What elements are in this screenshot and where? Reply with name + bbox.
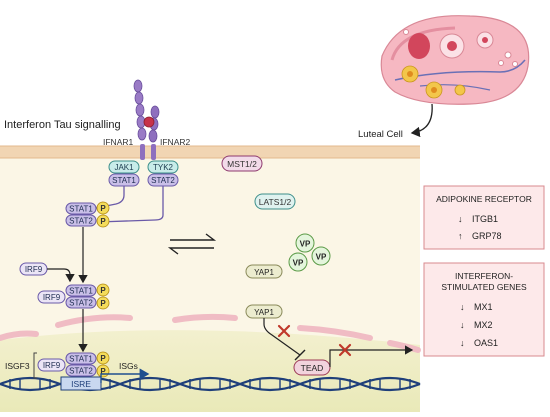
phospho-label: P bbox=[100, 299, 106, 308]
tead-node bbox=[293, 359, 331, 376]
mst12-label: MST1/2 bbox=[227, 159, 257, 169]
phospho-stat-dimer: STAT1 STAT2 P P bbox=[65, 201, 110, 228]
isg-box: INTERFERON- STIMULATED GENES ↓ MX1 ↓ MX2… bbox=[423, 262, 545, 357]
vp-label: VP bbox=[300, 240, 311, 249]
isgf3-nuclear: IRF9 STAT1 STAT2 P P bbox=[37, 351, 110, 378]
stat2-label: STAT2 bbox=[151, 176, 175, 185]
yap1-label: YAP1 bbox=[254, 268, 274, 277]
stat2-label: STAT2 bbox=[69, 367, 93, 376]
stat1-label: STAT1 bbox=[69, 287, 93, 296]
jak1-label: JAK1 bbox=[114, 163, 134, 172]
dimer-stat1-label: STAT1 bbox=[69, 205, 93, 214]
nucleus-region bbox=[0, 330, 420, 412]
vp-label: VP bbox=[293, 259, 304, 268]
ifnar1-label: IFNAR1 bbox=[103, 137, 134, 147]
adipokine-title: ADIPOKINE RECEPTOR bbox=[436, 194, 532, 204]
ovary-illustration bbox=[380, 15, 530, 105]
blocked-x-icon bbox=[338, 343, 352, 357]
isg-item-gene: MX1 bbox=[474, 302, 493, 312]
adipokine-item-arrow: ↓ bbox=[458, 214, 463, 224]
lats12-label: LATS1/2 bbox=[259, 197, 292, 207]
isre-element bbox=[60, 376, 102, 391]
isg-item-gene: MX2 bbox=[474, 320, 493, 330]
verteporfin-molecules: VP VP VP bbox=[288, 233, 331, 272]
equilibrium-arrows bbox=[167, 233, 217, 255]
irf9-label: IRF9 bbox=[43, 361, 61, 370]
vp-label: VP bbox=[316, 253, 327, 262]
isgf3-bracket bbox=[33, 352, 37, 379]
cell-membrane bbox=[0, 146, 420, 158]
adipokine-receptor-box: ADIPOKINE RECEPTOR ↓ ITGB1 ↑ GRP78 bbox=[423, 185, 545, 250]
stat1-label: STAT1 bbox=[112, 176, 136, 185]
dimer-stat2-label: STAT2 bbox=[69, 217, 93, 226]
phospho-label: P bbox=[100, 367, 106, 376]
phospho-label: P bbox=[100, 204, 106, 213]
isg-title-line2: STIMULATED GENES bbox=[441, 282, 527, 292]
isg-item-arrow: ↓ bbox=[460, 320, 465, 330]
isg-item-gene: OAS1 bbox=[474, 338, 498, 348]
yap1-nuclear-label: YAP1 bbox=[254, 308, 274, 317]
isre-label: ISRE bbox=[71, 379, 91, 389]
phospho-label: P bbox=[100, 354, 106, 363]
lats12-node bbox=[254, 193, 296, 210]
isgf3-cytoplasmic: IRF9 STAT1 STAT2 P P bbox=[37, 283, 110, 310]
adipokine-item-arrow: ↑ bbox=[458, 231, 463, 241]
phospho-label: P bbox=[100, 217, 106, 226]
yap1-cytoplasmic bbox=[245, 264, 283, 279]
stat1-label: STAT1 bbox=[69, 355, 93, 364]
nuclear-envelope bbox=[0, 313, 421, 353]
ifnar-receptor bbox=[133, 79, 160, 160]
mst12-node bbox=[221, 155, 263, 172]
luteal-cell-label: Luteal Cell bbox=[358, 129, 403, 140]
phospho-label: P bbox=[100, 286, 106, 295]
tyk2-stat2-complex: TYK2 STAT2 bbox=[147, 160, 179, 187]
isg-item-arrow: ↓ bbox=[460, 302, 465, 312]
ifnar2-label: IFNAR2 bbox=[160, 137, 191, 147]
isg-item-arrow: ↓ bbox=[460, 338, 465, 348]
jak1-stat1-complex: JAK1 STAT1 bbox=[108, 160, 140, 187]
adipokine-item-gene: GRP78 bbox=[472, 231, 502, 241]
tead-label: TEAD bbox=[301, 363, 324, 373]
irf9-free-label: IRF9 bbox=[25, 265, 43, 274]
isgs-label: ISGs bbox=[119, 361, 138, 371]
isg-title-line1: INTERFERON- bbox=[455, 271, 513, 281]
interferon-tau-ligand bbox=[143, 116, 155, 128]
adipokine-item-gene: ITGB1 bbox=[472, 214, 498, 224]
ovary-arrow bbox=[410, 103, 433, 138]
blocked-x-icon bbox=[277, 324, 291, 338]
isgf3-label: ISGF3 bbox=[5, 361, 30, 371]
tyk2-label: TYK2 bbox=[153, 163, 174, 172]
stat2-label: STAT2 bbox=[69, 299, 93, 308]
pathway-title: Interferon Tau signalling bbox=[4, 119, 121, 131]
irf9-label: IRF9 bbox=[43, 293, 61, 302]
